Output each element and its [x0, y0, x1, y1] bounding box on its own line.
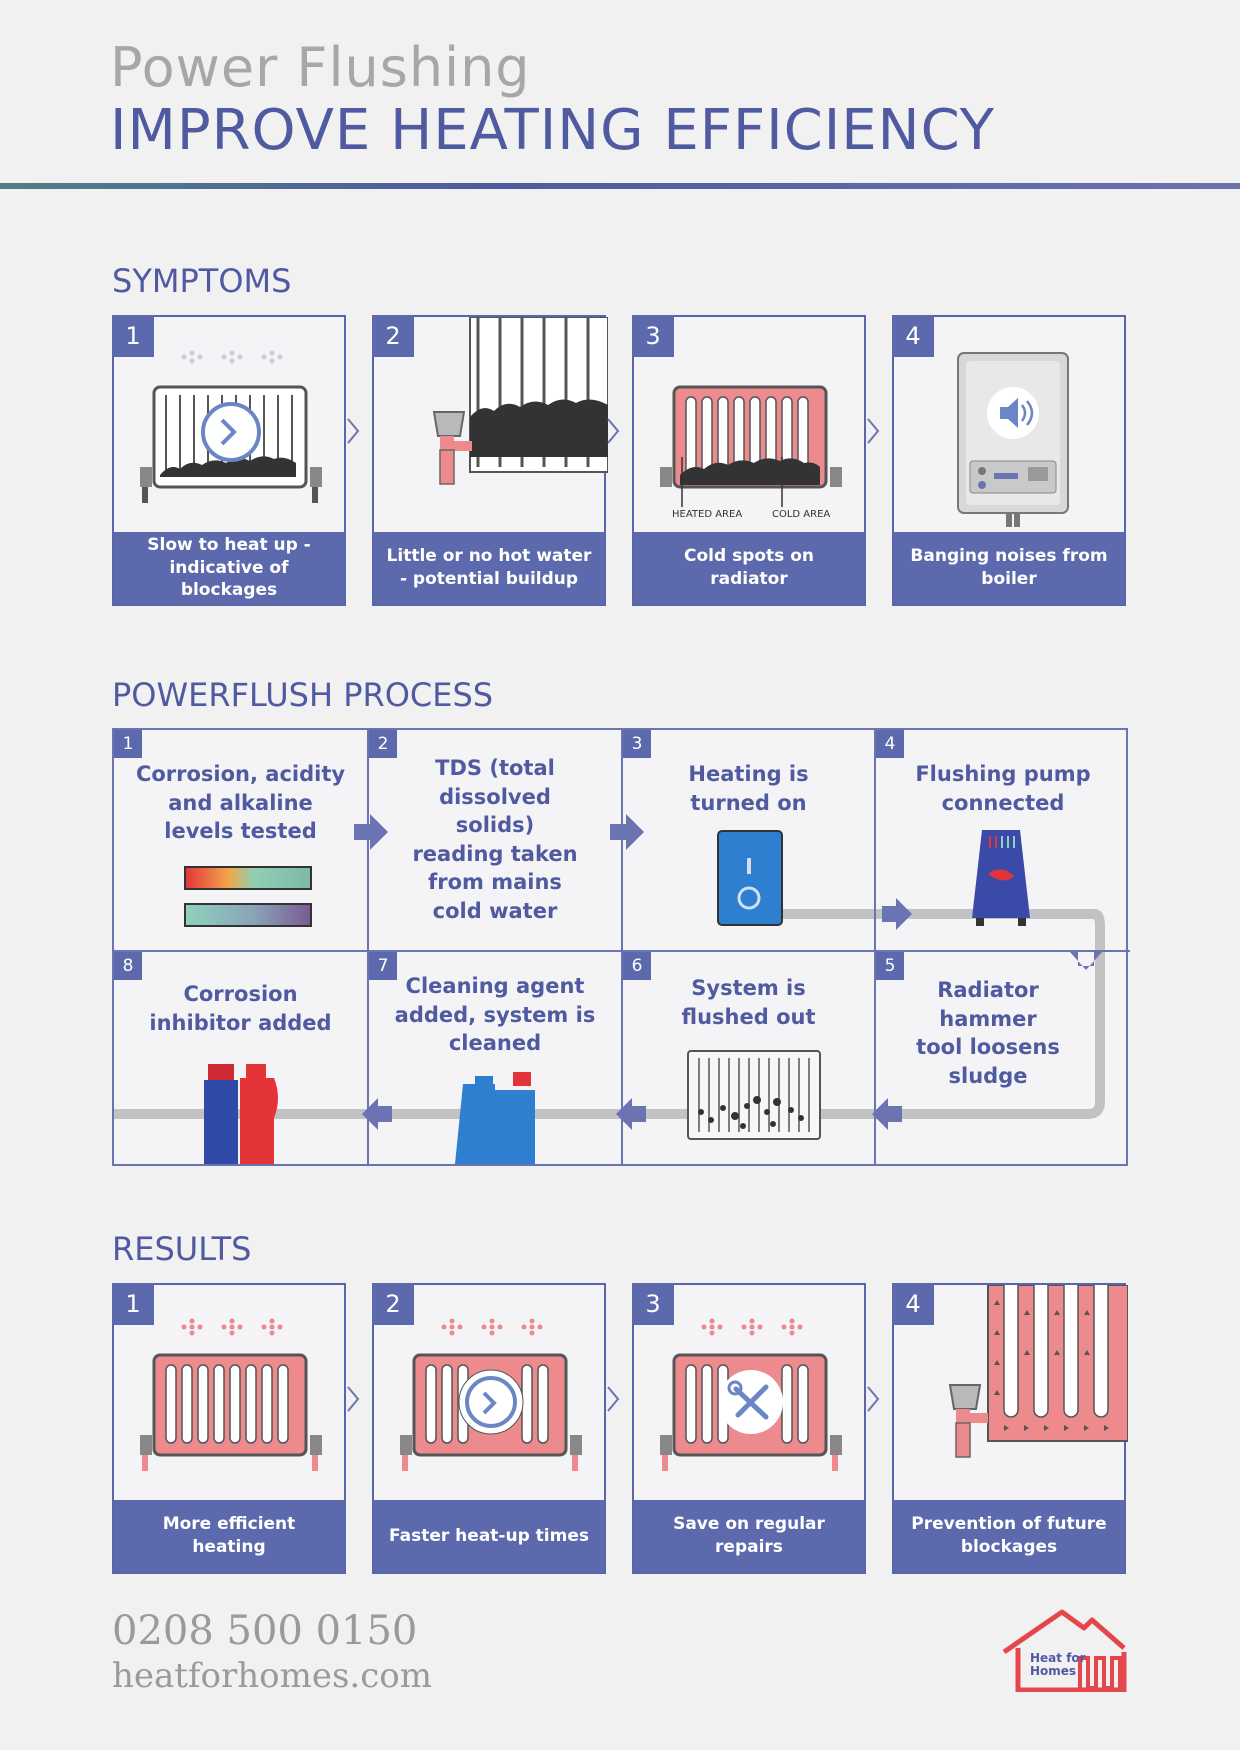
step-text: Radiator hammer tool loosens sludge [916, 978, 1060, 1088]
logo-text-line1: Heat for [1030, 1651, 1086, 1665]
repair-tools-icon [634, 1285, 864, 1502]
symptom-card: 2 Little or no hot water - potential bui… [372, 315, 609, 606]
symptom-caption: Slow to heat up - indicative of blockage… [114, 532, 344, 604]
fast-heat-clock-icon [374, 1285, 604, 1502]
result-caption: Faster heat-up times [374, 1500, 604, 1572]
symptom-caption: Banging noises from boiler [894, 532, 1124, 604]
company-logo: Heat for Homes [1000, 1608, 1128, 1692]
step-number: 5 [876, 952, 904, 980]
result-card: 3 Save on regular repairs [632, 1283, 866, 1574]
step-number: 4 [892, 1283, 934, 1325]
heating-switch-icon [717, 830, 783, 926]
page-subtitle: Power Flushing [110, 36, 531, 99]
step-text: System is flushed out [681, 976, 816, 1029]
ph-test-strips-icon [184, 866, 312, 927]
process-step: 2 TDS (total dissolved solids) reading t… [369, 730, 623, 952]
step-number: 1 [112, 1283, 154, 1325]
step-number: 3 [632, 315, 674, 357]
step-number: 4 [892, 315, 934, 357]
symptom-caption: Cold spots on radiator [634, 532, 864, 604]
chevron-right-icon [607, 418, 620, 444]
symptoms-heading: SYMPTOMS [112, 262, 292, 300]
symptom-caption: Little or no hot water - potential build… [374, 532, 604, 604]
step-number: 1 [112, 315, 154, 357]
step-text: TDS (total dissolved solids) reading tak… [412, 756, 578, 923]
header-divider [0, 183, 1240, 189]
slow-radiator-clock-icon [114, 317, 344, 534]
cleaning-agent-icon [455, 1072, 535, 1164]
step-text: Flushing pump connected [915, 762, 1091, 815]
chevron-right-icon [347, 418, 360, 444]
hot-radiator-icon [114, 1285, 344, 1502]
symptom-card: 4 Banging noises from boiler [892, 315, 1126, 606]
results-heading: RESULTS [112, 1230, 252, 1268]
step-text: Corrosion inhibitor added [149, 982, 332, 1035]
process-step: 7 Cleaning agent added, system is cleane… [369, 952, 623, 1164]
step-number: 6 [623, 952, 651, 980]
process-step: 1 Corrosion, acidity and alkaline levels… [114, 730, 369, 952]
heated-area-label: HEATED AREA [672, 509, 743, 520]
result-card: 2 Faster heat-up times [372, 1283, 606, 1574]
house-logo-icon [1002, 1609, 1127, 1692]
flushing-pump-icon [972, 830, 1030, 926]
logo-text-line2: Homes [1030, 1663, 1077, 1678]
step-text: Cleaning agent added, system is cleaned [394, 974, 596, 1056]
result-caption: More efficient heating [114, 1500, 344, 1572]
chevron-right-icon [347, 1386, 360, 1412]
process-step: 8 Corrosion inhibitor added [114, 952, 369, 1164]
step-number: 8 [114, 952, 142, 980]
result-caption: Save on regular repairs [634, 1500, 864, 1572]
result-caption: Prevention of future blockages [894, 1500, 1124, 1572]
step-number: 4 [876, 730, 904, 758]
process-step: 6 System is flushed out [623, 952, 876, 1164]
pipe-flow [114, 814, 1105, 1130]
symptom-card: HEATED AREA COLD AREA 3 Cold spots on ra… [632, 315, 866, 606]
step-number: 3 [632, 1283, 674, 1325]
chevron-right-icon [607, 1386, 620, 1412]
process-heading: POWERFLUSH PROCESS [112, 676, 494, 714]
step-number: 3 [623, 730, 651, 758]
flushed-radiator-icon [687, 1050, 821, 1140]
logo-text: Heat for Homes [1030, 1652, 1086, 1677]
step-text: Heating is turned on [688, 762, 809, 815]
chevron-right-icon [867, 418, 880, 444]
noisy-boiler-icon [894, 317, 1124, 534]
result-card: 1 More efficient heating [112, 1283, 346, 1574]
website-link[interactable]: heatforhomes.com [112, 1656, 432, 1696]
cold-spot-radiator-icon [634, 317, 864, 534]
clear-radiator-icon [894, 1278, 1129, 1502]
step-number: 2 [372, 315, 414, 357]
symptom-card: 1 Slow to heat up - indicative of blocka… [112, 315, 346, 606]
chevron-right-icon [867, 1386, 880, 1412]
phone-number[interactable]: 0208 500 0150 [112, 1608, 418, 1654]
process-step: 5 Radiator hammer tool loosens sludge [876, 952, 1130, 1164]
cold-area-label: COLD AREA [772, 509, 831, 520]
step-number: 2 [369, 730, 397, 758]
result-card: 4 Prevention of future blockages [892, 1278, 1129, 1574]
step-number: 2 [372, 1283, 414, 1325]
step-number: 1 [114, 730, 142, 758]
process-step: 3 Heating is turned on [623, 730, 876, 952]
inhibitor-bottles-icon [204, 1064, 278, 1164]
page-title: IMPROVE HEATING EFFICIENCY [110, 98, 995, 163]
step-text: Corrosion, acidity and alkaline levels t… [135, 762, 346, 844]
step-number: 7 [369, 952, 397, 980]
process-grid: 1 Corrosion, acidity and alkaline levels… [112, 728, 1130, 1166]
process-step: 4 Flushing pump connected [876, 730, 1130, 952]
